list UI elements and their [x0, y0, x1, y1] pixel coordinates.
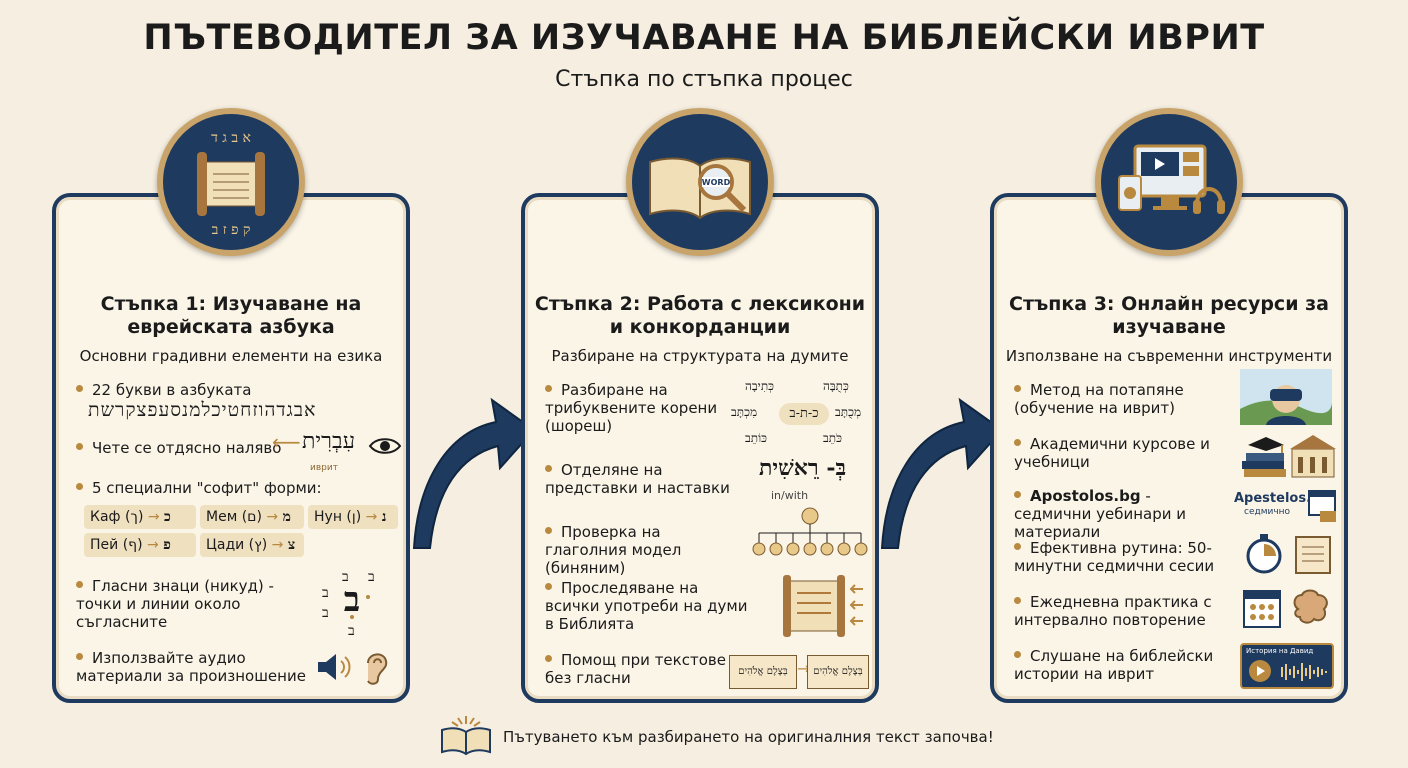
arrow-1-icon [412, 397, 536, 549]
svg-text:ב: ב [368, 569, 375, 585]
calendar-grid-icon [1243, 590, 1281, 628]
svg-text:א ב ג ד: א ב ג ד [211, 130, 251, 146]
step-2-panel: Стъпка 2: Работа с лексикони и конкордан… [521, 193, 879, 703]
vowelless-card: בְּצֶלֶם אֱלֹהִים [807, 655, 869, 689]
books-university-icon [1242, 435, 1336, 478]
play-icon [1249, 660, 1271, 682]
svg-text:ב: ב [322, 605, 329, 621]
list-item: Помощ при текстове без гласни [545, 651, 726, 687]
svg-text:ב: ב [342, 569, 349, 585]
alphabet-row: אבגדהוזחטיכלמנסעפצקרשת [88, 399, 317, 421]
eye-icon [368, 438, 402, 454]
ear-icon [367, 653, 388, 685]
apostolos-logo: Apestelos.bg [1234, 491, 1330, 506]
step-3-panel: Стъпка 3: Онлайн ресурси за изучаване Из… [990, 193, 1348, 703]
list-item: Използвайте аудио материали за произноше… [76, 649, 306, 685]
list-item: Метод на потапяне (обучение на иврит) [1014, 381, 1184, 417]
root-center: כ-ת-ב [779, 403, 829, 425]
sofit-chip: Каф (ך) → כ [84, 505, 196, 529]
sofit-chip: Цади (ץ) → צ [200, 533, 304, 557]
dictionary-magnifier-icon: WORD [626, 108, 774, 256]
sofit-chip: Нун (ן) → נ [308, 505, 398, 529]
list-item: Чете се отдясно наляво [76, 439, 281, 457]
computer-headphones-icon [1095, 108, 1243, 256]
page-title: ПЪТЕВОДИТЕЛ ЗА ИЗУЧАВАНЕ НА БИБЛЕЙСКИ ИВ… [143, 18, 1265, 58]
root-word: כֹּתֵב [823, 431, 842, 445]
root-word: מִכְתָּב [731, 405, 758, 419]
root-word: כּוֹתֵב [745, 431, 768, 445]
page-subtitle: Стъпка по стъпка процес [555, 67, 853, 92]
list-item: Apostolos.bg - седмични уебинари и матер… [1014, 487, 1186, 541]
list-item: Проверка на глаголния модел (биняним) [545, 523, 682, 577]
stopwatch-icon [1246, 534, 1282, 574]
scroll-concordance-icon [783, 575, 863, 637]
list-item: Ефективна рутина: 50-минутни седмични се… [1014, 539, 1215, 575]
prefix-caption: in/with [771, 489, 809, 502]
list-item: Академични курсове и учебници [1014, 435, 1210, 471]
list-item: Ежедневна практика с интервално повторен… [1014, 593, 1212, 629]
root-word: מְכֻתָּב [835, 405, 862, 419]
root-word: כְּתֻבָּה [823, 379, 849, 393]
prefix-example: בְּ- רֵאשִׁית [759, 455, 847, 481]
audio-story-card: История на Давид [1240, 643, 1334, 689]
root-word: כְּתִיבָה [745, 379, 775, 393]
sofit-chip: Пей (ף) → פ [84, 533, 196, 557]
vr-headset-icon [1240, 369, 1332, 425]
list-item: Проследяване на всички употреби на думи … [545, 579, 748, 633]
step-2-title: Стъпка 2: Работа с лексикони и конкордан… [534, 293, 866, 338]
open-book-icon [441, 716, 491, 756]
step-3-title: Стъпка 3: Онлайн ресурси за изучаване [1009, 293, 1329, 338]
sofit-chip: Мем (ם) → מ [200, 505, 304, 529]
notepad-icon [1295, 536, 1331, 574]
list-item: 22 букви в азбуката [76, 381, 252, 399]
rtl-arrow-icon: ⟵ [272, 430, 301, 454]
hebrew-word-caption: иврит [310, 463, 338, 473]
svg-text:ב: ב [322, 585, 329, 601]
root-diagram: כ-ת-ב כְּתִיבָה כְּתֻבָּה מִכְתָּב מְכֻת… [731, 375, 869, 449]
svg-text:ק פ ז ב: ק פ ז ב [212, 222, 251, 238]
audio-story-title: История на Давид [1246, 647, 1314, 655]
svg-text:ב: ב [344, 580, 360, 620]
footer-text: Пътуването към разбирането на оригинални… [503, 728, 994, 746]
step-3-subtitle: Използване на съвременни инструменти [1005, 347, 1333, 365]
alphabet-scroll-icon: א ב ג ד ק פ ז ב [157, 108, 305, 256]
list-item: Отделяне на представки и наставки [545, 461, 730, 497]
vowelless-card: בְּצֶלֶם אֱלֹהִים [729, 655, 797, 689]
binyan-tree-icon [752, 507, 868, 556]
hebrew-word: עִבְרִית [302, 429, 356, 454]
speaker-icon [318, 654, 351, 680]
svg-text:WORD: WORD [702, 178, 731, 187]
list-item: Слушане на библейски истории на иврит [1014, 647, 1214, 683]
waveform-icon [1281, 663, 1327, 681]
list-item: 5 специални "софит" форми: [76, 479, 322, 497]
step-1-title: Стъпка 1: Изучаване на еврейската азбука [100, 293, 362, 338]
niqqud-illustration: ב ב ב ב ב ב [322, 569, 375, 637]
apostolos-caption: седмично [1244, 507, 1291, 517]
step-2-subtitle: Разбиране на структурата на думите [551, 347, 849, 365]
brain-icon [1293, 589, 1328, 624]
list-item: Гласни знаци (никуд) - точки и линии око… [76, 577, 274, 631]
step-1-subtitle: Основни градивни елементи на езика [79, 347, 383, 365]
calendar-icon [1308, 490, 1336, 522]
svg-text:ב: ב [348, 623, 355, 637]
list-item: Разбиране на трибуквените корени (шореш) [545, 381, 718, 435]
step-1-panel: Стъпка 1: Изучаване на еврейската азбука… [52, 193, 410, 703]
arrow-2-icon [880, 397, 1004, 549]
